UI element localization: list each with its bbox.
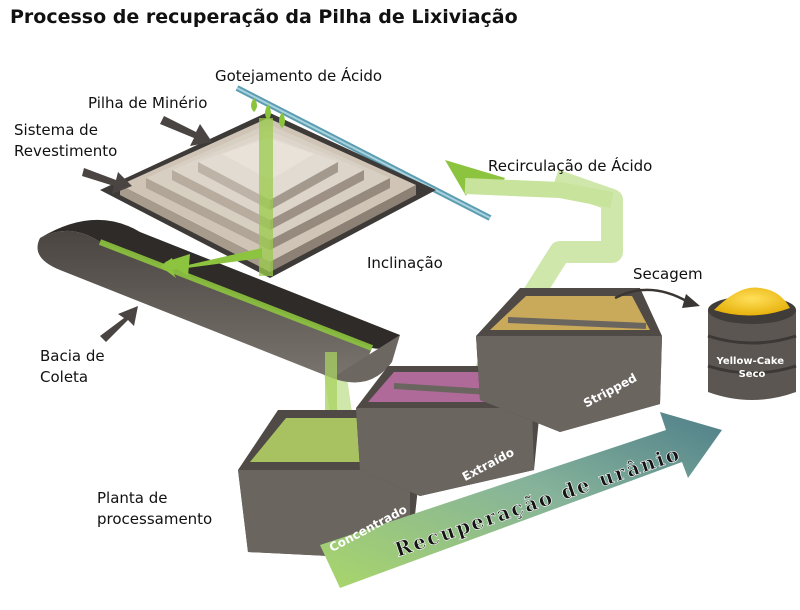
label-ore-heap: Pilha de Minério <box>88 94 208 112</box>
label-acid-recirculation: Recirculação de Ácido <box>488 157 653 175</box>
yellow-cake-barrel <box>707 287 797 400</box>
drying-arrow <box>614 288 689 304</box>
acid-drop-icons <box>251 98 285 128</box>
pointer-arrows <box>82 116 212 342</box>
collection-basin <box>37 219 400 383</box>
page-title: Processo de recuperação da Pilha de Lixi… <box>10 6 518 28</box>
uranium-recovery-arrow <box>320 412 722 588</box>
label-liner-system: Sistema de Revestimento <box>14 121 118 160</box>
product-label: Yellow-Cake Seco <box>716 356 788 380</box>
label-collection-basin: Bacia de Coleta <box>40 347 105 386</box>
label-drying: Secagem <box>633 265 703 283</box>
label-processing-plant: Planta de processamento <box>97 489 213 528</box>
label-acid-drip: Gotejamento de Ácido <box>215 67 383 85</box>
slope-arrowhead <box>165 254 190 276</box>
tank-stripped <box>476 288 662 432</box>
label-slope: Inclinação <box>367 254 443 272</box>
